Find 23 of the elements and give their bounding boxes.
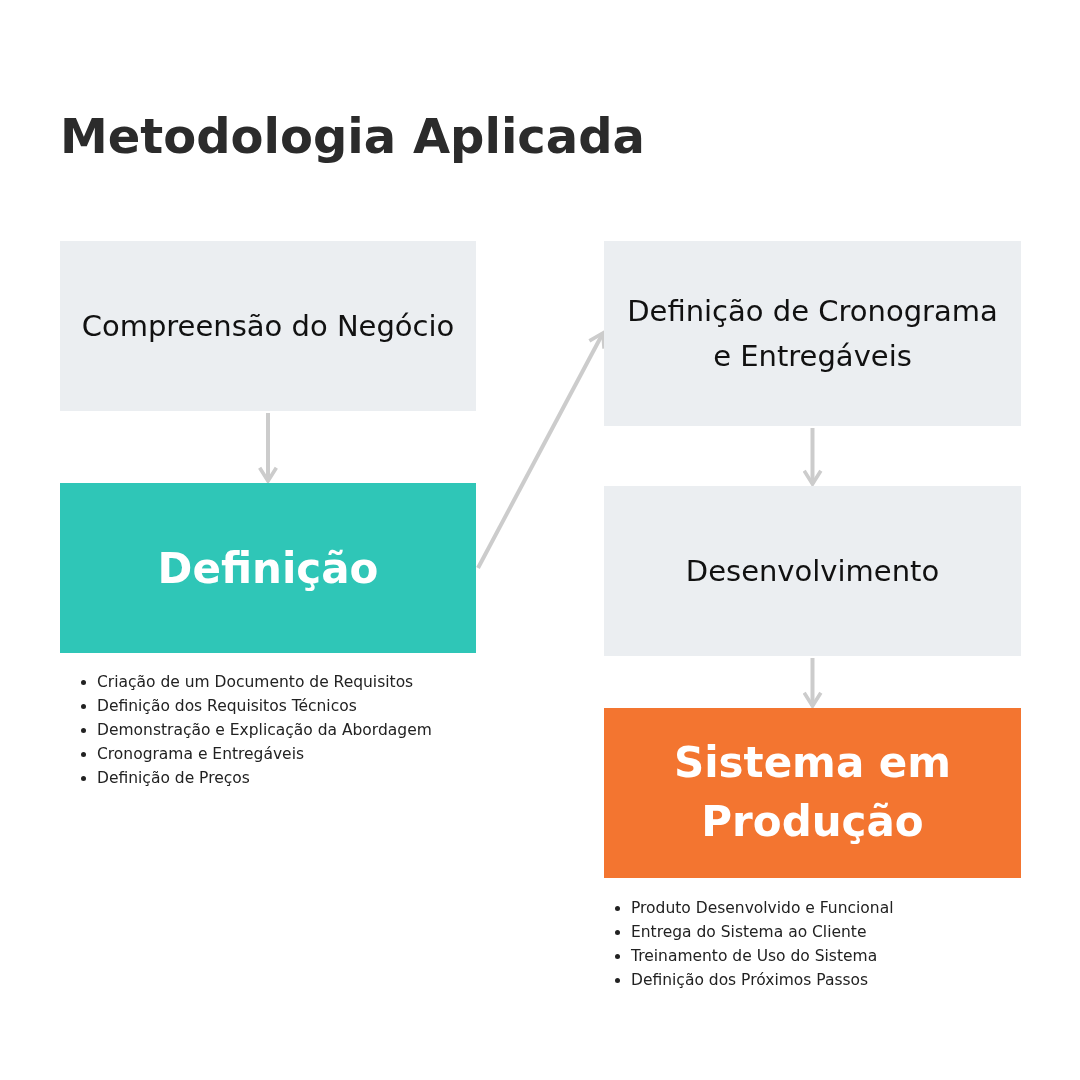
arrow <box>802 428 823 486</box>
bullet-item: Criação de um Documento de Requisitos <box>80 670 432 694</box>
step-label: Definição <box>157 543 379 593</box>
arrow <box>257 413 279 483</box>
process-box <box>604 486 1021 656</box>
arrow <box>476 331 606 569</box>
bullet-item: Produto Desenvolvido e Funcional <box>614 896 894 920</box>
step-label: Desenvolvimento <box>685 552 940 590</box>
process-box <box>604 241 1021 426</box>
bullet-item: Treinamento de Uso do Sistema <box>614 944 894 968</box>
bullet-item: Definição de Preços <box>80 766 432 790</box>
final-step-box <box>604 708 1021 878</box>
bullet-item: Entrega do Sistema ao Cliente <box>614 920 894 944</box>
bullet-item: Definição dos Próximos Passos <box>614 968 894 992</box>
step-label: Definição de Cronograma e Entregáveis <box>626 292 999 375</box>
bullet-item: Demonstração e Explicação da Abordagem <box>80 718 432 742</box>
bullet-item: Cronograma e Entregáveis <box>80 742 432 766</box>
highlighted-step-box <box>60 483 476 653</box>
step-label: Compreensão do Negócio <box>81 307 455 345</box>
bullet-item: Definição dos Requisitos Técnicos <box>80 694 432 718</box>
step-label: Sistema em Produção <box>672 737 953 848</box>
title: Metodologia Aplicada <box>60 108 645 164</box>
arrow <box>802 658 823 708</box>
